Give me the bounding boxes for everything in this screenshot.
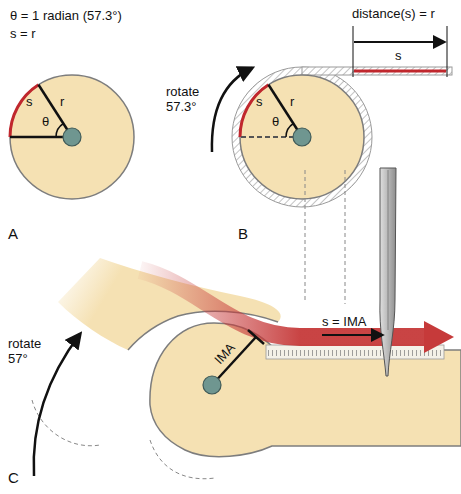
ghost-outline [150, 440, 215, 479]
bracket-line [447, 26, 448, 77]
arc-s [10, 85, 39, 137]
moment-arm-tick [248, 330, 264, 344]
formula: θ = 1 radian (57.3°) [10, 8, 122, 23]
hub [293, 128, 311, 146]
arc-label: s [26, 94, 33, 109]
panel-letter: B [238, 226, 248, 241]
angle-arc [286, 124, 293, 138]
ghost-bone [305, 170, 345, 304]
panel-c [32, 168, 461, 479]
bracket-line [353, 26, 354, 77]
moment-arm-label: IMA [212, 339, 239, 366]
ruler [266, 345, 444, 359]
rotate-arrow [212, 68, 252, 152]
arc-label: s [395, 48, 402, 63]
distance-s [354, 70, 446, 73]
tendon-arrow [424, 321, 454, 353]
hub [63, 128, 81, 146]
dimension: s = IMA [322, 314, 366, 329]
dimension: distance(s) = r [352, 6, 435, 21]
excursion-arrow [322, 334, 382, 336]
forceps-seam [388, 170, 389, 330]
angle-label: θ [272, 114, 279, 129]
distance-arrow [354, 41, 444, 43]
rotation-label: rotate 57.3° [166, 84, 210, 114]
formula: s = r [10, 26, 36, 41]
angle-arc [56, 124, 63, 138]
radius-label: r [60, 94, 64, 109]
wheel [10, 75, 134, 199]
hub [203, 376, 221, 394]
panel-b [212, 26, 452, 207]
rotation-label: rotate 57° [8, 336, 52, 366]
arc-s [240, 85, 269, 137]
forceps [380, 168, 396, 376]
unrolled-band [302, 67, 452, 75]
panel-letter: C [8, 470, 19, 485]
panel-letter: A [8, 226, 18, 241]
angle-label: θ [42, 114, 49, 129]
unwound-ring [232, 67, 372, 207]
rotate-arrow [34, 334, 80, 476]
radius-label: r [290, 94, 294, 109]
arc-label: s [256, 94, 263, 109]
moment-arm [212, 337, 256, 385]
panel-a [10, 75, 134, 199]
